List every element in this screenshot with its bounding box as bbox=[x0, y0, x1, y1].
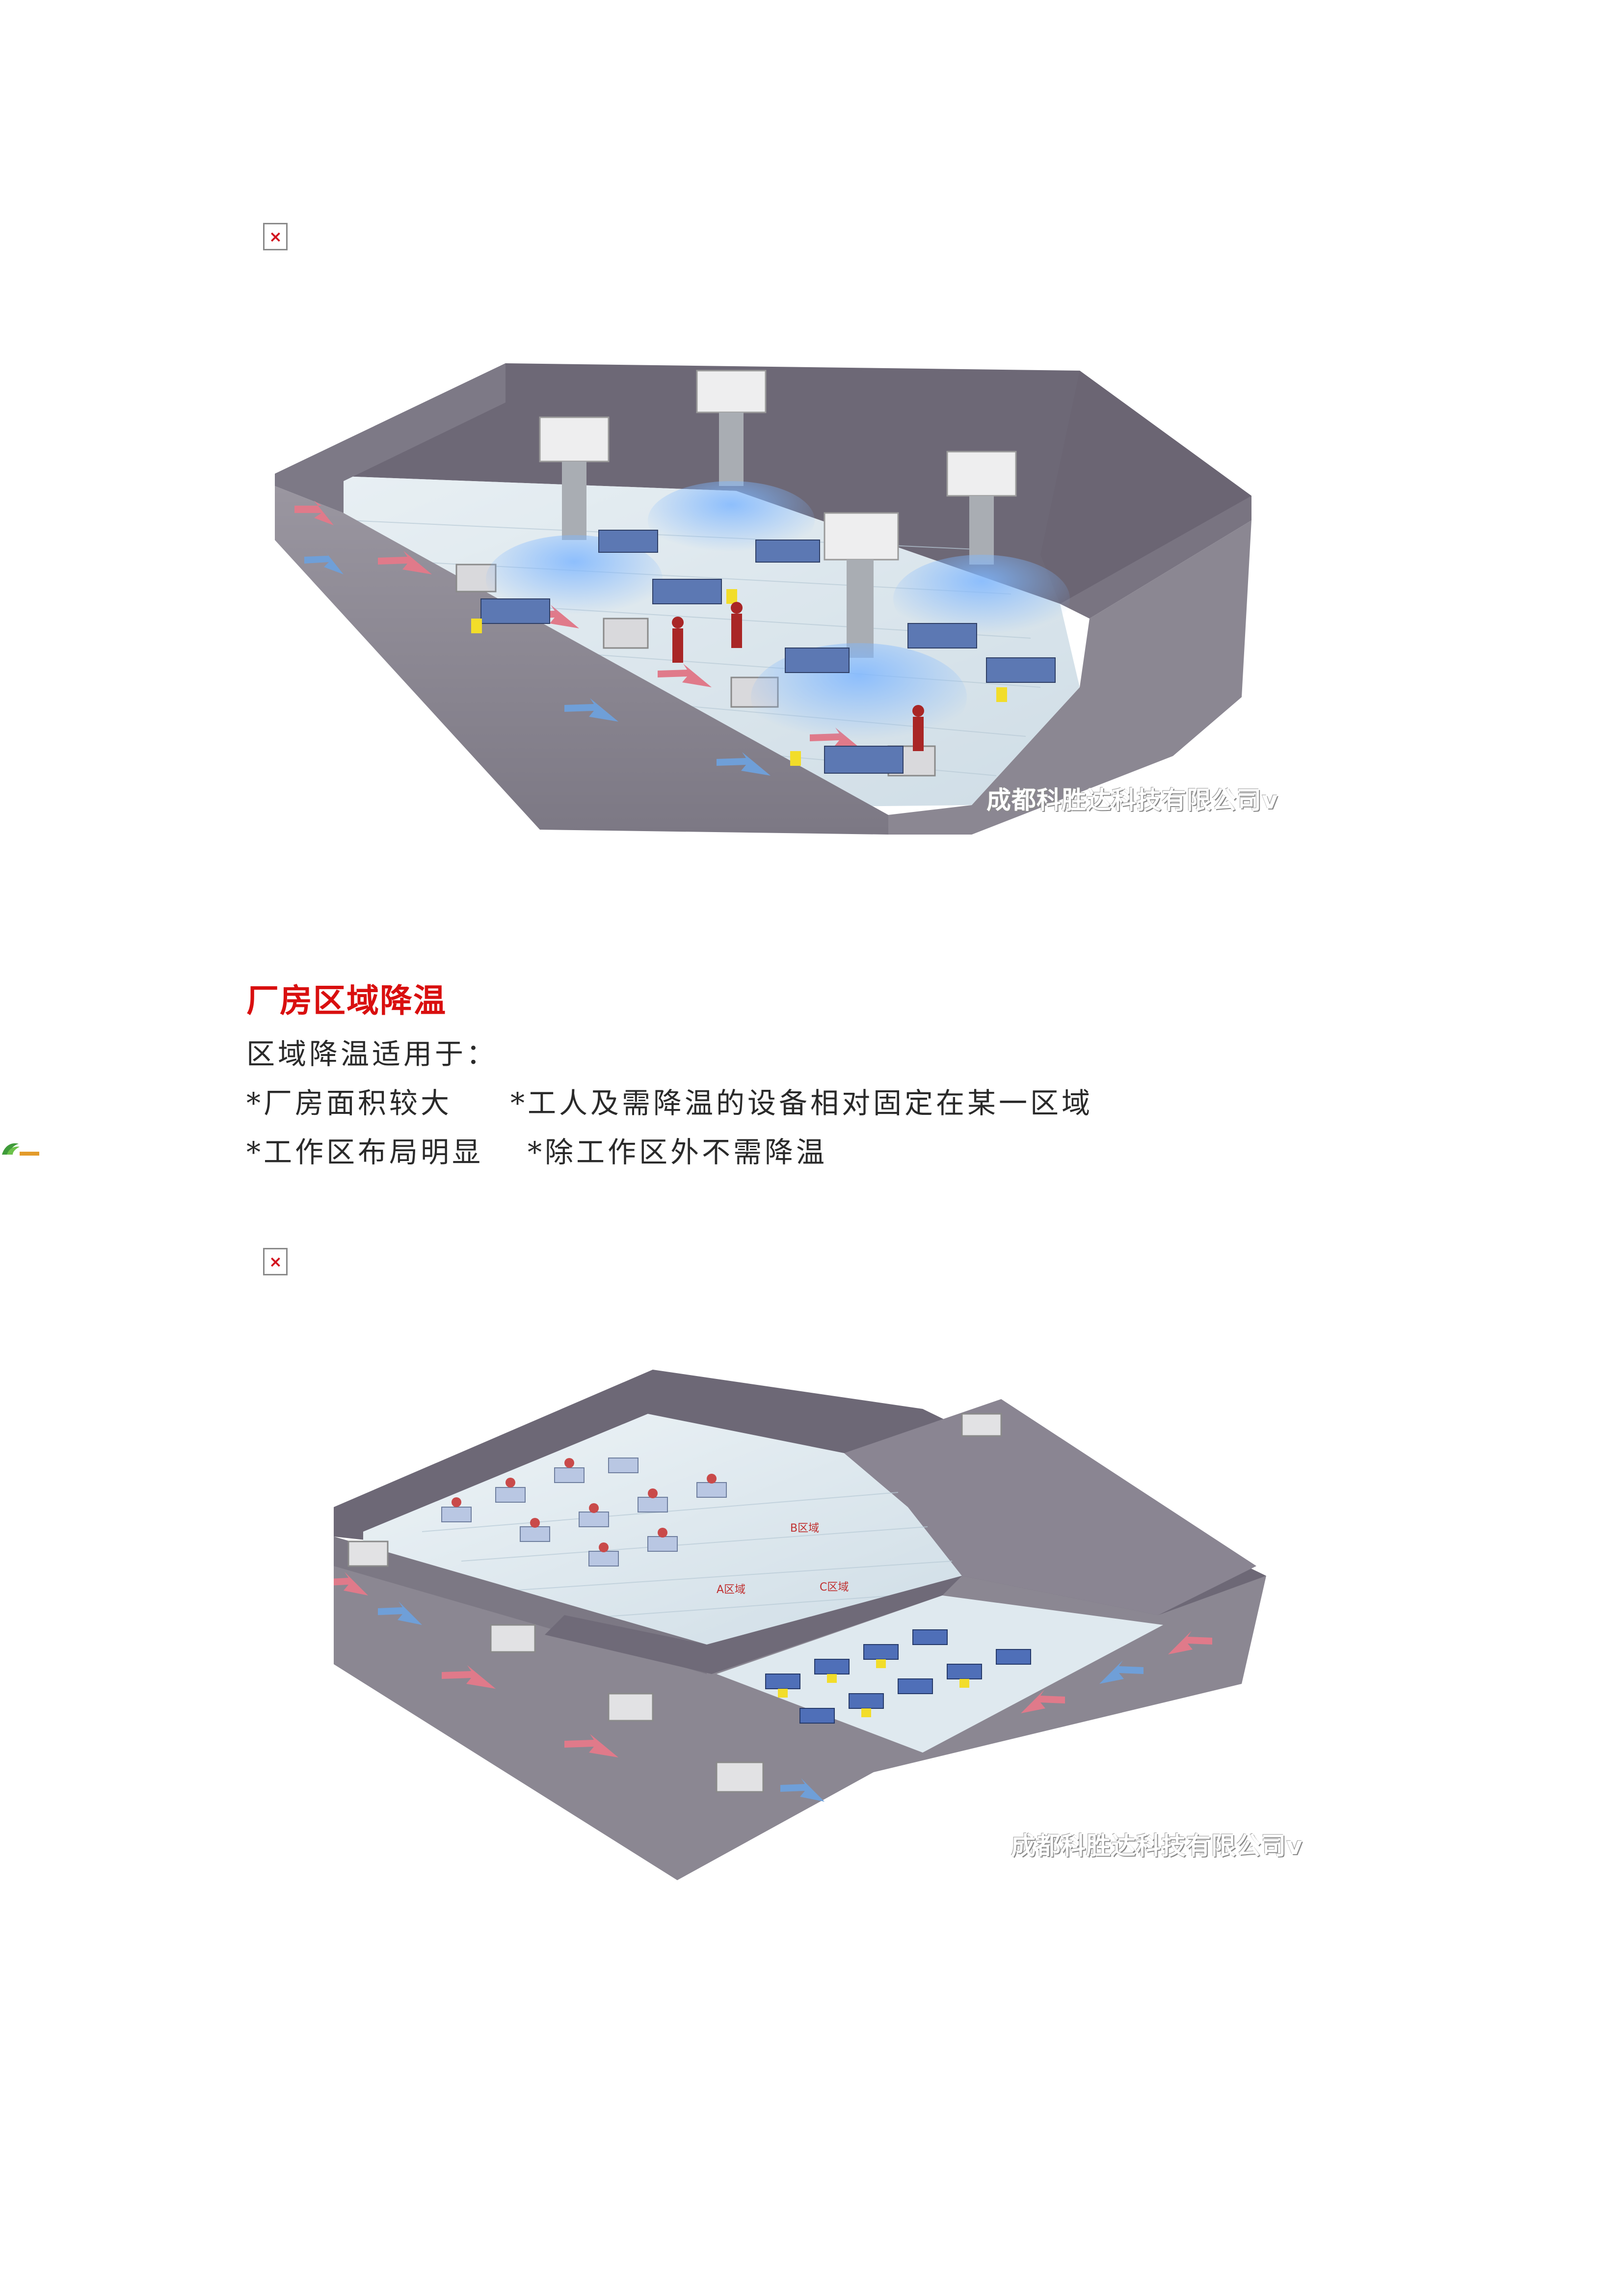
watermark-text: 成都科胜达科技有限公司v bbox=[986, 786, 1278, 814]
bullet-no-cooling-outside: *除工作区外不需降温 bbox=[528, 1135, 828, 1169]
factory-cooling-illustration-1 bbox=[275, 363, 1251, 835]
zone-b-label: B区域 bbox=[790, 1522, 819, 1535]
broken-image-icon: × bbox=[263, 223, 288, 250]
zone-a-label: A区域 bbox=[717, 1584, 745, 1596]
bullet-large-area: *厂房面积较大 bbox=[246, 1086, 452, 1120]
broken-image-icon: × bbox=[263, 1248, 288, 1275]
zone-c-label: C区域 bbox=[820, 1581, 849, 1594]
side-logo-icon bbox=[2, 1143, 39, 1156]
watermark-text: 成都科胜达科技有限公司v bbox=[1011, 1832, 1303, 1860]
intro-line: 区域降温适用于： bbox=[246, 1037, 498, 1071]
factory-cooling-illustration-2: B区域 A区域 C区域 bbox=[334, 1370, 1266, 1880]
bullet-fixed-area: *工人及需降温的设备相对固定在某一区域 bbox=[510, 1086, 1093, 1120]
bullet-clear-layout: *工作区布局明显 bbox=[246, 1135, 484, 1169]
section-heading: 厂房区域降温 bbox=[246, 981, 447, 1020]
